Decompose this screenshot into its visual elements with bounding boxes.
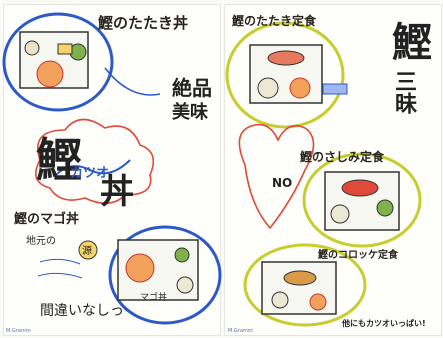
title-tataki-don: 鰹のたたき丼 bbox=[98, 14, 189, 32]
soup-box bbox=[57, 43, 73, 55]
circle-hub bbox=[78, 240, 98, 260]
katakana-katsuo: カツオ bbox=[70, 166, 110, 181]
credit-left: M.Gramm bbox=[6, 328, 31, 334]
wave-lines bbox=[37, 258, 83, 279]
blue-highlight-ellipse-top bbox=[2, 12, 114, 112]
bowl-bottom bbox=[125, 253, 155, 283]
credit-right: M.Gramm bbox=[228, 328, 253, 334]
note-jimoto: 地元の bbox=[26, 236, 56, 247]
sashimi-plate bbox=[341, 179, 379, 197]
title-croquette-teishoku: 鰹のコロッケ定食 bbox=[318, 250, 398, 261]
green-ellipse-top bbox=[225, 21, 345, 129]
rice-bowl-mid bbox=[330, 204, 350, 224]
title-sashimi-teishoku: 鰹のさしみ定食 bbox=[300, 150, 385, 164]
big-kanji-zanmai: 三昧 bbox=[391, 70, 417, 114]
plate-right bbox=[267, 50, 305, 66]
blue-highlight-ellipse-bottom bbox=[108, 225, 222, 325]
big-kanji-katsuo: 鰹 bbox=[36, 133, 82, 187]
note-source: 源 bbox=[82, 246, 92, 257]
croquette-plate bbox=[283, 270, 317, 286]
soup-bowl-right bbox=[289, 77, 311, 99]
green-ellipse-middle bbox=[302, 152, 422, 248]
closing-line: 間違いなしっ bbox=[40, 303, 124, 319]
big-kanji-don: 丼 bbox=[100, 172, 134, 212]
red-heart-outline bbox=[238, 123, 315, 230]
rice-bowl-bottom bbox=[271, 291, 289, 309]
mago-label: マゴ丼 bbox=[140, 293, 168, 303]
dish-bottom-white bbox=[176, 276, 194, 294]
big-kanji-right: 鰹 bbox=[392, 19, 432, 66]
red-cloud-shape bbox=[34, 118, 155, 205]
blue-tag bbox=[322, 83, 348, 95]
arrow-from-tray bbox=[104, 67, 161, 96]
bowl-orange bbox=[36, 60, 64, 88]
dish-bottom-green bbox=[174, 247, 190, 263]
tagline-zeppin: 絶品 bbox=[172, 76, 212, 100]
rice-bowl-right bbox=[257, 77, 279, 99]
title-tataki-teishoku: 鰹のたたき定食 bbox=[232, 14, 317, 28]
tagline-bimi: 美味 bbox=[172, 102, 208, 123]
no-text: NO bbox=[272, 176, 293, 190]
green-ellipse-bottom bbox=[243, 243, 367, 327]
footer-more: 他にもカツオいっぱい! bbox=[342, 319, 426, 328]
soup-bowl-bottom bbox=[309, 293, 327, 311]
green-bowl-mid bbox=[376, 199, 394, 217]
blue-wave bbox=[54, 159, 131, 177]
title-mago-don: 鰹のマゴ丼 bbox=[14, 212, 80, 227]
dish-small bbox=[24, 40, 40, 56]
